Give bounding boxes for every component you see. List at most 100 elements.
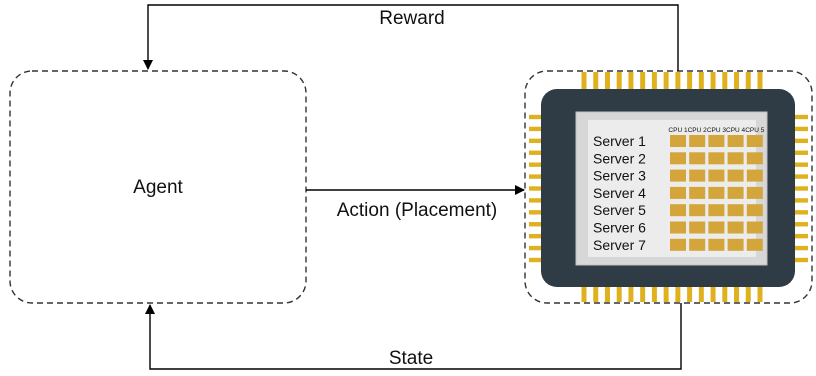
chip-pin <box>529 245 545 251</box>
cpu-cell <box>708 221 725 234</box>
chip-pins-right <box>792 114 808 263</box>
server-row: Server 1 <box>593 133 763 149</box>
chip-pin <box>792 186 808 191</box>
cpu-cell <box>746 238 763 251</box>
cpu-header-label: CPU 4 <box>726 127 746 134</box>
chip-pin <box>604 72 610 92</box>
server-label: Server 7 <box>593 237 646 253</box>
cpu-cell <box>727 169 744 182</box>
chip-pin <box>529 126 545 132</box>
chip-pin <box>529 186 545 191</box>
cpu-cell <box>727 204 744 217</box>
server-label: Server 6 <box>593 220 646 236</box>
cpu-cell <box>708 238 725 251</box>
cpu-cell <box>689 238 706 251</box>
cpu-cell <box>670 135 686 147</box>
server-row: Server 7 <box>593 237 763 253</box>
server-label: Server 3 <box>593 168 646 184</box>
chip-pin <box>628 284 634 302</box>
chip-pin <box>792 150 808 155</box>
cpu-cell <box>727 238 744 251</box>
chip-pin <box>734 284 740 302</box>
reward-label: Reward <box>379 8 444 29</box>
chip-pin <box>663 72 669 92</box>
chip-pin <box>529 222 545 227</box>
chip-pin <box>593 72 599 92</box>
chip-pin <box>710 72 716 92</box>
cpu-cell <box>689 152 706 165</box>
cpu-cell <box>670 186 686 199</box>
chip-pin <box>529 257 545 263</box>
chip-pin <box>792 162 808 167</box>
server-row: Server 3 <box>593 168 763 184</box>
environment-box <box>524 70 813 304</box>
chip-pin <box>757 284 763 302</box>
chip-pin <box>616 72 622 92</box>
chip-pin <box>722 72 728 92</box>
cpu-cell <box>746 186 763 199</box>
server-label: Server 5 <box>593 202 646 218</box>
cpu-header-label: CPU 3 <box>707 127 727 134</box>
cpu-cell <box>670 152 686 165</box>
cpu-cell <box>727 135 744 147</box>
chip-pin <box>745 284 751 302</box>
cpu-cell <box>670 204 686 217</box>
chip-pin <box>792 198 808 203</box>
chip-pin <box>529 114 545 120</box>
cpu-header-label: CPU 1 <box>668 127 688 134</box>
chip-pin <box>792 257 808 263</box>
cpu-cell <box>727 186 744 199</box>
chip-pin <box>687 72 693 92</box>
chip-pin <box>529 210 545 215</box>
chip-pin <box>529 162 545 167</box>
cpu-cell <box>689 221 706 234</box>
chip-pins-top <box>581 72 763 92</box>
cpu-cell <box>727 152 744 165</box>
chip-pin <box>675 284 681 302</box>
chip-pin <box>710 284 716 302</box>
chip-pin <box>581 284 587 302</box>
cpu-header-label: CPU 5 <box>745 127 765 134</box>
chip-pin <box>734 72 740 92</box>
agent-box <box>9 70 307 304</box>
cpu-cell <box>746 135 763 147</box>
chip-pin <box>529 174 545 179</box>
chip-pin <box>792 245 808 251</box>
chip-pin <box>640 284 646 302</box>
chip-pin <box>745 72 751 92</box>
server-label: Server 4 <box>593 185 646 201</box>
cpu-header-label: CPU 2 <box>688 127 708 134</box>
chip-pins-left <box>529 114 545 263</box>
cpu-cell <box>670 221 686 234</box>
cpu-cell <box>746 221 763 234</box>
chip-pins-bottom <box>581 284 763 302</box>
chip-pin <box>616 284 622 302</box>
chip-pin <box>792 126 808 132</box>
action-label: Action (Placement) <box>337 200 498 221</box>
chip-pin <box>529 150 545 155</box>
cpu-cell <box>670 169 686 182</box>
server-row: Server 2 <box>593 150 763 166</box>
cpu-cell <box>708 135 725 147</box>
server-label: Server 2 <box>593 150 646 166</box>
cpu-cell <box>689 169 706 182</box>
chip-pin <box>640 72 646 92</box>
chip-pin <box>687 284 693 302</box>
chip-pin <box>792 233 808 239</box>
cpu-cell <box>708 186 725 199</box>
cpu-cell <box>746 204 763 217</box>
server-label: Server 1 <box>593 133 646 149</box>
chip-pin <box>581 72 587 92</box>
chip-pin <box>792 210 808 215</box>
chip-pin <box>529 198 545 203</box>
chip-pin <box>604 284 610 302</box>
cpu-cell <box>708 169 725 182</box>
chip-pin <box>722 284 728 302</box>
chip-pin <box>651 284 657 302</box>
chip-pin <box>698 284 704 302</box>
chip-pin <box>792 222 808 227</box>
state-label: State <box>389 348 433 369</box>
cpu-cell <box>708 204 725 217</box>
